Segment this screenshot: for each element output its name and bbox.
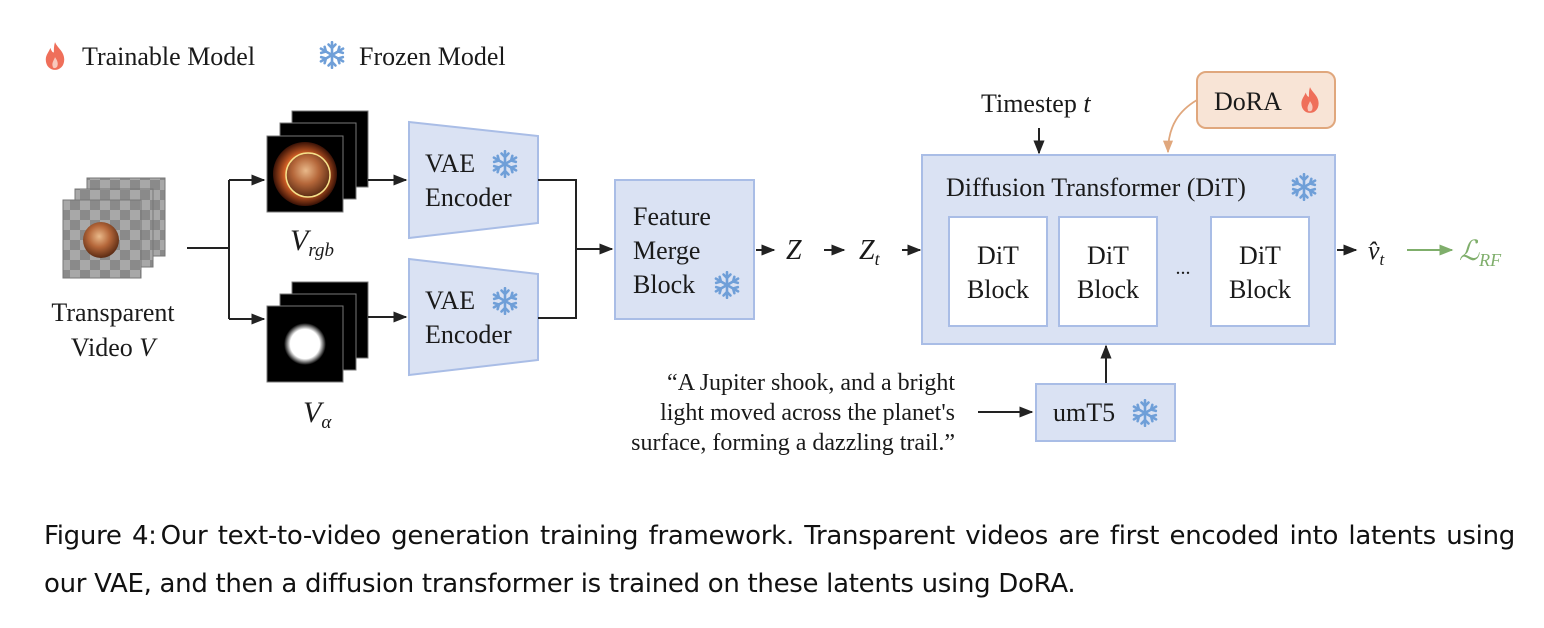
umt5-label: umT5 bbox=[1053, 398, 1115, 427]
dora-arrow bbox=[1162, 99, 1198, 154]
snowflake-icon bbox=[319, 41, 345, 69]
dora-box: DoRA bbox=[1196, 71, 1336, 129]
encoder-label-line2: Encoder bbox=[425, 183, 512, 212]
v-alpha-label: Vα bbox=[303, 396, 332, 433]
input-label-line1: Transparent bbox=[51, 298, 175, 327]
figure-caption: Figure 4:Our text-to-video generation tr… bbox=[44, 512, 1515, 608]
alpha-frames-stack bbox=[266, 281, 369, 383]
latent-z: Z bbox=[786, 235, 802, 266]
dit-block: DiT Block bbox=[1210, 216, 1310, 327]
latent-zt: Zt bbox=[859, 235, 881, 269]
dit-block-line1: DiT bbox=[1239, 241, 1281, 270]
jupiter-image bbox=[83, 222, 119, 258]
flame-icon bbox=[45, 42, 65, 70]
merge-label-line2: Merge bbox=[633, 236, 700, 265]
diffusion-transformer: Diffusion Transformer (DiT) DiT Block Di… bbox=[921, 154, 1336, 345]
dit-block-line2: Block bbox=[1077, 275, 1139, 304]
dit-title: Diffusion Transformer (DiT) bbox=[946, 173, 1246, 202]
rgb-frames-stack bbox=[266, 110, 369, 213]
dora-label: DoRA bbox=[1214, 87, 1282, 116]
training-framework-diagram: Trainable Model Frozen Model Transparent… bbox=[45, 41, 1502, 456]
umt5-text-encoder: umT5 bbox=[1035, 383, 1176, 442]
prompt-line1: “A Jupiter shook, and a bright bbox=[667, 370, 955, 396]
dit-block-line2: Block bbox=[1229, 275, 1291, 304]
legend-trainable-label: Trainable Model bbox=[82, 42, 255, 71]
dit-block-line2: Block bbox=[967, 275, 1029, 304]
caption-label: Figure 4: bbox=[44, 521, 157, 551]
prompt-line2: light moved across the planet's bbox=[660, 400, 955, 426]
loss-rf: ℒRF bbox=[1459, 236, 1502, 270]
dit-block-line1: DiT bbox=[1087, 241, 1129, 270]
v-rgb-label: Vrgb bbox=[290, 224, 334, 261]
encoder-label-line1: VAE bbox=[425, 286, 475, 315]
v-hat-t: v̂t bbox=[1368, 236, 1386, 269]
input-label-line2: Video V bbox=[71, 333, 158, 362]
prompt-line3: surface, forming a dazzling trail.” bbox=[631, 430, 955, 456]
feature-merge-block: Feature Merge Block bbox=[614, 179, 755, 320]
dit-ellipsis: ... bbox=[1176, 257, 1191, 279]
legend-frozen-label: Frozen Model bbox=[359, 42, 506, 71]
frame-to-encoder-arrows bbox=[368, 174, 408, 323]
legend: Trainable Model Frozen Model bbox=[45, 41, 506, 71]
merge-label-line1: Feature bbox=[633, 202, 711, 231]
dit-block-line1: DiT bbox=[977, 241, 1019, 270]
merge-connector bbox=[538, 179, 614, 319]
split-connector bbox=[187, 174, 266, 325]
vae-encoder-alpha: VAE Encoder bbox=[408, 257, 539, 377]
caption-text: Our text-to-video generation training fr… bbox=[44, 521, 1515, 599]
merge-label-line3: Block bbox=[633, 270, 695, 299]
encoder-label-line2: Encoder bbox=[425, 320, 512, 349]
encoder-label-line1: VAE bbox=[425, 149, 475, 178]
text-prompt: “A Jupiter shook, and a bright light mov… bbox=[631, 370, 955, 456]
timestep-label: Timestep t bbox=[981, 89, 1091, 118]
transparent-video-stack bbox=[62, 177, 166, 279]
dit-block: DiT Block bbox=[1058, 216, 1158, 327]
dit-block: DiT Block bbox=[948, 216, 1048, 327]
vae-encoder-rgb: VAE Encoder bbox=[408, 120, 539, 240]
